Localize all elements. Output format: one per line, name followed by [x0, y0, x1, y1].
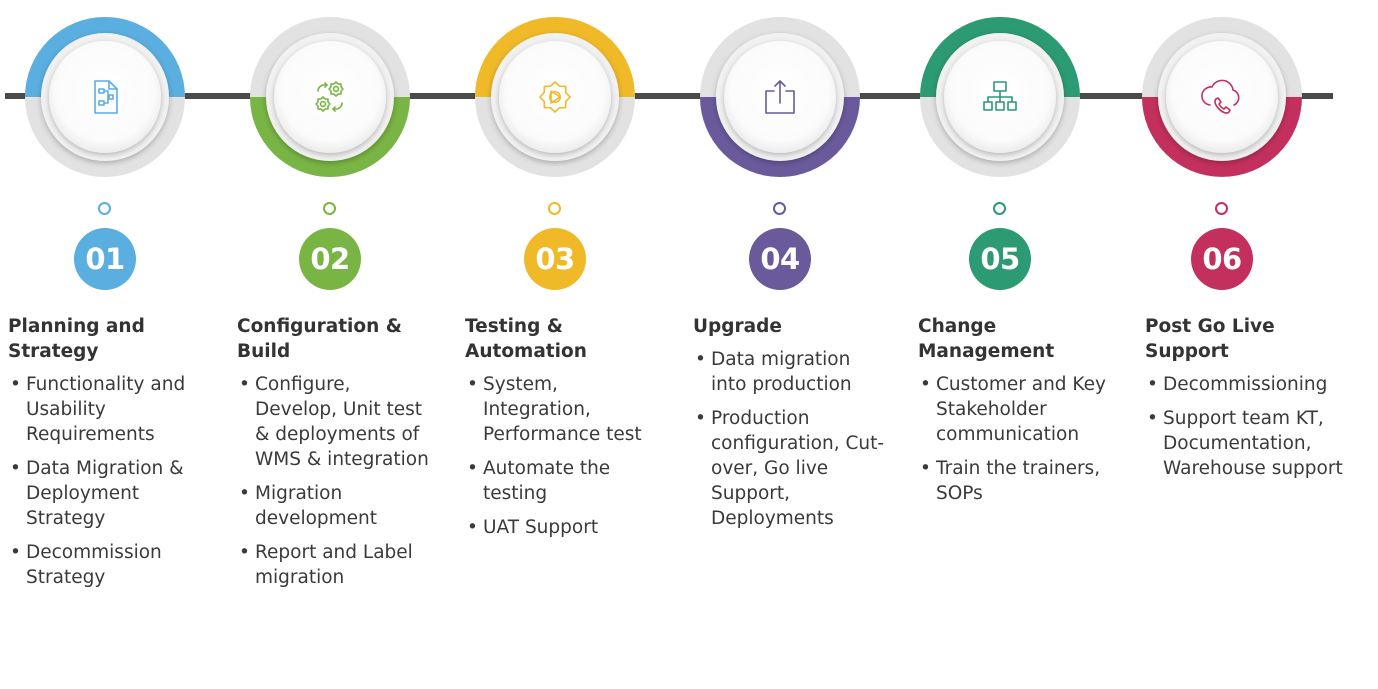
stage-title: Configuration & Build	[237, 316, 402, 362]
stage-04: 04UpgradeData migration into productionP…	[675, 0, 895, 689]
bullet-item: Train the trainers, SOPs	[918, 456, 1113, 506]
step-number-badge: 02	[299, 228, 361, 290]
bullet-item: Decommissioning	[1145, 372, 1370, 397]
stage-description: Post Go Live SupportDecommissioningSuppo…	[1145, 314, 1370, 490]
step-number-badge: 01	[74, 228, 136, 290]
connector-dot	[548, 202, 561, 215]
connector-dot	[1215, 202, 1228, 215]
bullet-item: Data Migration & Deployment Strategy	[8, 456, 203, 531]
connector-dot	[323, 202, 336, 215]
bullet-list: Functionality and Usability Requirements…	[8, 372, 203, 590]
bullet-item: Migration development	[237, 481, 432, 531]
stage-description: Configuration & BuildConfigure, Develop,…	[237, 314, 432, 599]
bullet-list: DecommissioningSupport team KT, Document…	[1145, 372, 1370, 481]
bullet-item: Data migration into production	[693, 347, 888, 397]
step-number-badge: 04	[749, 228, 811, 290]
bullet-item: Production configuration, Cut-over, Go l…	[693, 406, 888, 531]
bullet-item: Support team KT, Documentation, Warehous…	[1145, 406, 1370, 481]
stage-title: Planning and Strategy	[8, 316, 145, 362]
bullet-item: Customer and Key Stakeholder communicati…	[918, 372, 1113, 447]
bullet-list: Data migration into productionProduction…	[693, 347, 888, 531]
bullet-item: Report and Label migration	[237, 540, 432, 590]
connector-dot	[773, 202, 786, 215]
stage-title: Testing & Automation	[465, 316, 587, 362]
bullet-list: Configure, Develop, Unit test & deployme…	[237, 372, 432, 590]
bullet-item: UAT Support	[465, 515, 660, 540]
bullet-list: System, Integration, Performance testAut…	[465, 372, 660, 540]
connector-dot	[98, 202, 111, 215]
stage-description: UpgradeData migration into productionPro…	[693, 314, 888, 540]
stage-title: Upgrade	[693, 316, 782, 337]
bullet-item: System, Integration, Performance test	[465, 372, 660, 447]
bullet-item: Decommission Strategy	[8, 540, 203, 590]
stage-description: Change ManagementCustomer and Key Stakeh…	[918, 314, 1113, 515]
stage-description: Testing & AutomationSystem, Integration,…	[465, 314, 660, 549]
step-number-badge: 05	[969, 228, 1031, 290]
bullet-item: Automate the testing	[465, 456, 660, 506]
stage-title: Change Management	[918, 316, 1055, 362]
bullet-item: Configure, Develop, Unit test & deployme…	[237, 372, 432, 472]
step-number-badge: 06	[1191, 228, 1253, 290]
step-number-badge: 03	[524, 228, 586, 290]
bullet-item: Functionality and Usability Requirements	[8, 372, 203, 447]
bullet-list: Customer and Key Stakeholder communicati…	[918, 372, 1113, 506]
stage-title: Post Go Live Support	[1145, 316, 1275, 362]
connector-dot	[993, 202, 1006, 215]
stage-description: Planning and StrategyFunctionality and U…	[8, 314, 203, 599]
